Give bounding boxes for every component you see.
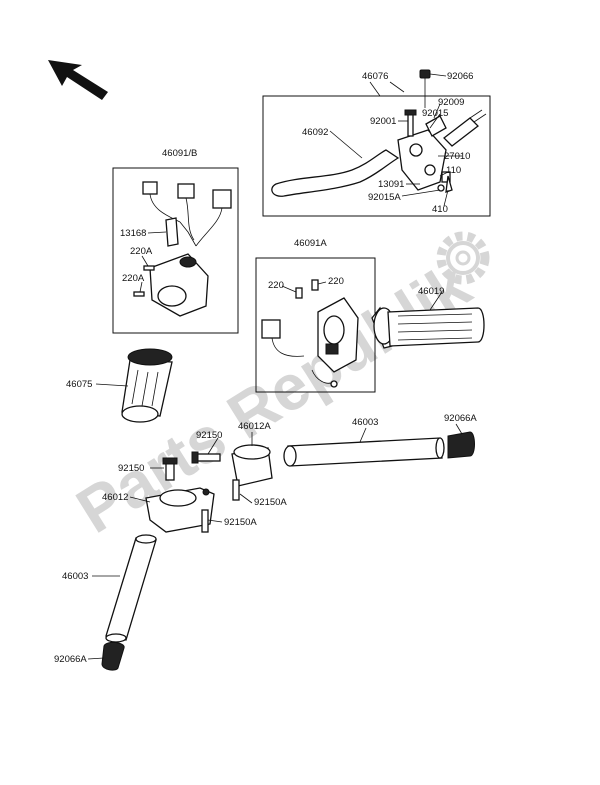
label-220A-upper: 220A <box>130 246 153 257</box>
label-46012: 46012 <box>102 492 128 503</box>
label-92009: 92009 <box>438 97 464 108</box>
holder-46012A-group <box>191 444 273 501</box>
label-46092: 46092 <box>302 127 328 138</box>
label-92015A: 92015A <box>368 192 401 203</box>
leader-lines <box>87 73 463 660</box>
part-labels: 46076 92066 92009 92015 92001 46092 2701… <box>54 71 477 665</box>
holder-46012-group <box>145 457 215 533</box>
label-220-right: 220 <box>328 276 344 287</box>
label-92001: 92001 <box>370 116 396 127</box>
lever-assembly-group <box>262 69 491 217</box>
label-92066A-bottom: 92066A <box>54 654 87 665</box>
label-27010: 27010 <box>444 151 470 162</box>
left-switch-assembly-group <box>112 167 239 334</box>
label-92150A-right: 92150A <box>254 497 287 508</box>
label-220-left: 220 <box>268 280 284 291</box>
label-92015: 92015 <box>422 108 448 119</box>
right-switch-assembly-group <box>255 257 376 393</box>
label-46003-bottom: 46003 <box>62 571 88 582</box>
label-92150-left: 92150 <box>118 463 144 474</box>
label-92150-top: 92150 <box>196 430 222 441</box>
label-13168: 13168 <box>120 228 146 239</box>
label-220A-lower: 220A <box>122 273 145 284</box>
label-92150A-lower: 92150A <box>224 517 257 528</box>
label-410: 410 <box>432 204 448 215</box>
handlebar-tube-top-group <box>283 431 475 467</box>
gear-watermark-icon <box>436 231 490 285</box>
left-grip-group <box>121 348 173 423</box>
label-92066: 92066 <box>447 71 473 82</box>
label-46091A: 46091A <box>294 238 327 249</box>
label-46003-top: 46003 <box>352 417 378 428</box>
label-46076: 46076 <box>362 71 388 82</box>
label-46091B: 46091/B <box>162 148 197 159</box>
label-13091: 13091 <box>378 179 404 190</box>
label-46012A: 46012A <box>238 421 271 432</box>
label-110: 110 <box>446 165 461 176</box>
label-46075: 46075 <box>66 379 92 390</box>
throttle-grip-group <box>371 306 485 349</box>
handlebar-tube-bottom-group <box>101 534 157 671</box>
label-46019: 46019 <box>418 286 444 297</box>
front-direction-arrow-icon <box>48 60 108 100</box>
label-92066A-top: 92066A <box>444 413 477 424</box>
